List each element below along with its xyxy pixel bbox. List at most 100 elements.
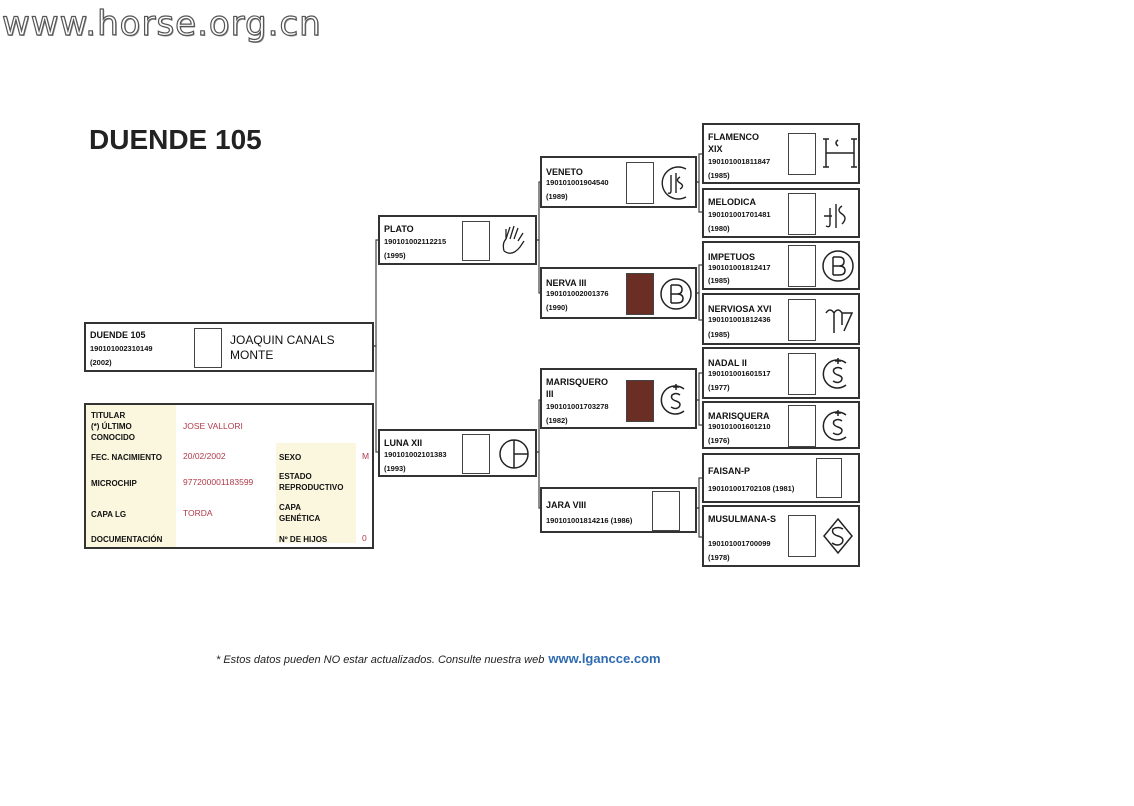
s-cross-brand-icon bbox=[818, 406, 858, 446]
horse-reg: 190101002101383 bbox=[384, 450, 447, 459]
horse-reg: 190101001812436 bbox=[708, 315, 771, 324]
main-horse-reg: 190101002310149 bbox=[90, 344, 153, 353]
horse-photo bbox=[626, 380, 654, 422]
horse-year: (1985) bbox=[708, 171, 730, 180]
horse-name: NERVA III bbox=[546, 278, 587, 288]
horse-name: MARISQUERA bbox=[708, 411, 770, 421]
titular-label: TITULAR (*) ÚLTIMO CONOCIDO bbox=[91, 411, 135, 442]
microchip-label: MICROCHIP bbox=[91, 479, 137, 488]
horse-photo bbox=[788, 515, 816, 557]
horse-reg: 190101001812417 bbox=[708, 263, 771, 272]
sex-value: M bbox=[362, 451, 370, 461]
titular-value: JOSE VALLORI bbox=[183, 421, 243, 431]
great-grandparent-card: IMPETUOS 190101001812417 (1985) bbox=[702, 241, 860, 290]
great-grandparent-card: FAISAN-P 190101001702108 (1981) bbox=[702, 453, 860, 503]
hijos-value: 0 bbox=[362, 533, 367, 543]
horse-photo bbox=[788, 405, 816, 447]
main-horse-name: DUENDE 105 bbox=[90, 330, 146, 340]
horse-name: JARA VIII bbox=[546, 500, 587, 510]
horse-year: (1993) bbox=[384, 464, 406, 473]
sire-card: PLATO 190101002112215 (1995) bbox=[378, 215, 537, 265]
horse-name: MELODICA bbox=[708, 197, 756, 207]
js-brand-icon bbox=[820, 194, 860, 234]
grandparent-card: VENETO 190101001904540 (1989) bbox=[540, 156, 697, 208]
horse-reg: 190101002001376 bbox=[546, 289, 609, 298]
capa-value: TORDA bbox=[183, 508, 213, 518]
horse-reg: 190101002112215 bbox=[384, 237, 447, 246]
horse-year: (1989) bbox=[546, 192, 568, 201]
horse-name: VENETO bbox=[546, 167, 583, 177]
great-grandparent-card: MUSULMANA-S 190101001700099 (1978) bbox=[702, 505, 860, 567]
hand-brand-icon bbox=[494, 221, 534, 261]
main-horse-card: DUENDE 105 190101002310149 (2002) JOAQUI… bbox=[84, 322, 374, 372]
breeder-name: JOAQUIN CANALS MONTE bbox=[230, 333, 335, 362]
horse-photo bbox=[788, 299, 816, 341]
website-link[interactable]: www.lgancce.com bbox=[548, 651, 661, 666]
horse-photo bbox=[462, 221, 490, 261]
horse-name: NADAL II bbox=[708, 358, 747, 368]
mv-brand-icon bbox=[818, 299, 858, 339]
horse-year: (1980) bbox=[708, 224, 730, 233]
dam-card: LUNA XII 190101002101383 (1993) bbox=[378, 429, 537, 477]
horse-photo bbox=[462, 434, 490, 474]
horse-year: (1995) bbox=[384, 251, 406, 260]
footer-text: * Estos datos pueden NO estar actualizad… bbox=[216, 654, 545, 666]
horse-reg: 190101001701481 bbox=[708, 210, 771, 219]
horse-photo bbox=[788, 133, 816, 175]
horse-name: MARISQUERO III bbox=[546, 377, 609, 399]
horse-reg: 190101001703278 bbox=[546, 402, 609, 411]
s-cross-brand-icon bbox=[818, 354, 858, 394]
info-band bbox=[86, 405, 176, 547]
js-circle-brand-icon bbox=[656, 163, 696, 203]
horse-reg: 190101001601210 bbox=[708, 422, 771, 431]
horse-name: LUNA XII bbox=[384, 438, 423, 448]
horse-photo bbox=[788, 353, 816, 395]
grandparent-card: NERVA III 190101002001376 (1990) bbox=[540, 267, 697, 319]
h-brand-icon bbox=[820, 133, 860, 173]
capa-genetica-label: CAPA GENÉTICA bbox=[279, 503, 321, 523]
horse-year: (1982) bbox=[546, 416, 568, 425]
horse-name: FLAMENCO XIX bbox=[708, 132, 759, 154]
horse-year: (1978) bbox=[708, 553, 730, 562]
info-band bbox=[276, 443, 356, 543]
great-grandparent-card: MARISQUERA 190101001601210 (1976) bbox=[702, 401, 860, 449]
main-horse-photo bbox=[194, 328, 222, 368]
great-grandparent-card: NERVIOSA XVI 190101001812436 (1985) bbox=[702, 293, 860, 345]
horse-photo bbox=[788, 245, 816, 287]
circle-cross-brand-icon bbox=[492, 434, 532, 474]
horse-reg: 190101001811847 bbox=[708, 157, 771, 166]
horse-year: (1977) bbox=[708, 383, 730, 392]
documentation-label: DOCUMENTACIÓN bbox=[91, 535, 163, 544]
horse-photo bbox=[626, 162, 654, 204]
hijos-label: Nº DE HIJOS bbox=[279, 535, 328, 544]
horse-photo bbox=[652, 491, 680, 531]
great-grandparent-card: NADAL II 190101001601517 (1977) bbox=[702, 347, 860, 399]
horse-year: (1985) bbox=[708, 276, 730, 285]
horse-year: (1990) bbox=[546, 303, 568, 312]
microchip-value: 977200001183599 bbox=[183, 477, 254, 487]
horse-reg: 190101001814216 (1986) bbox=[546, 516, 633, 525]
b-circle-brand-icon bbox=[656, 274, 696, 314]
great-grandparent-card: MELODICA 190101001701481 (1980) bbox=[702, 188, 860, 238]
horse-name: IMPETUOS bbox=[708, 252, 756, 262]
horse-photo bbox=[816, 458, 842, 498]
horse-year: (1985) bbox=[708, 330, 730, 339]
s-cross-brand-icon bbox=[656, 380, 696, 420]
footer-note: * Estos datos pueden NO estar actualizad… bbox=[216, 651, 661, 666]
horse-reg: 190101001601517 bbox=[708, 369, 771, 378]
s-diamond-brand-icon bbox=[818, 516, 858, 556]
horse-reg: 190101001700099 bbox=[708, 539, 771, 548]
horse-year: (1976) bbox=[708, 436, 730, 445]
great-grandparent-card: FLAMENCO XIX 190101001811847 (1985) bbox=[702, 123, 860, 184]
b-circle-brand-icon bbox=[818, 246, 858, 286]
birth-value: 20/02/2002 bbox=[183, 451, 226, 461]
grandparent-card: MARISQUERO III 190101001703278 (1982) bbox=[540, 368, 697, 429]
repro-label: ESTADO REPRODUCTIVO bbox=[279, 472, 344, 492]
horse-name: FAISAN-P bbox=[708, 466, 751, 476]
horse-name: NERVIOSA XVI bbox=[708, 304, 772, 314]
capa-label: CAPA LG bbox=[91, 510, 127, 519]
main-horse-year: (2002) bbox=[90, 358, 112, 367]
birth-label: FEC. NACIMIENTO bbox=[91, 453, 162, 462]
horse-reg: 190101001904540 bbox=[546, 178, 609, 187]
